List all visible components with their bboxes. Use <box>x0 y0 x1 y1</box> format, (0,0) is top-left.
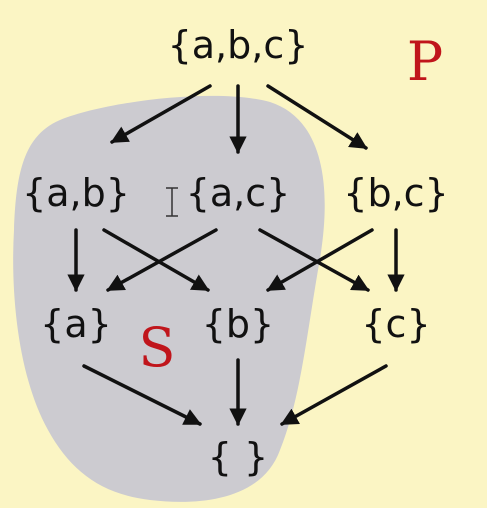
edge-abc-bc <box>266 84 368 150</box>
subset-region-s <box>13 95 325 502</box>
node-ac: {a,c} <box>186 171 291 215</box>
edge-ab-b <box>102 228 210 292</box>
nodes-group: {a,b,c} {a,b} {a,c} {b,c} {a} {b} {c} { … <box>22 23 449 479</box>
node-c: {c} <box>361 302 430 346</box>
label-p: P <box>407 30 443 93</box>
node-b: {b} <box>202 302 274 346</box>
node-a: {a} <box>40 302 112 346</box>
text-cursor-icon <box>166 187 178 217</box>
label-s: S <box>139 316 176 379</box>
node-bc: {b,c} <box>343 171 448 215</box>
edges-group <box>67 84 405 426</box>
edge-c-empty <box>280 364 388 426</box>
edge-bc-b <box>266 228 374 292</box>
node-abc: {a,b,c} <box>168 23 309 67</box>
node-empty: { } <box>208 435 268 479</box>
edge-abc-ab <box>110 84 212 144</box>
edge-ac-a <box>106 228 218 292</box>
node-ab: {a,b} <box>22 171 130 215</box>
edge-a-empty <box>82 364 202 426</box>
edge-ac-c <box>258 228 370 292</box>
